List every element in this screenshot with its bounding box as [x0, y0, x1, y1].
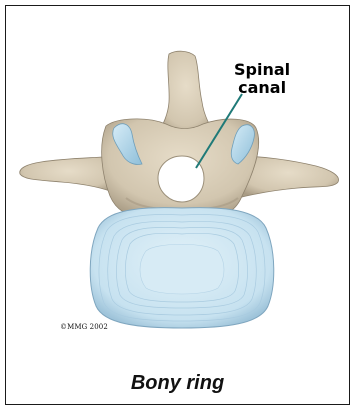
figure-caption: Bony ring [6, 372, 349, 395]
spinal-canal-label: Spinal canal [234, 61, 290, 97]
callout-line-1: Spinal [234, 61, 290, 79]
figure-frame: Spinal canal ©MMG 2002 Bony ring [5, 5, 350, 405]
callout-line-2: canal [234, 79, 290, 97]
copyright-notice: ©MMG 2002 [60, 323, 108, 331]
spinal-canal [158, 156, 204, 202]
vertebra-illustration [6, 6, 349, 351]
nucleus-pulposus [140, 244, 224, 294]
